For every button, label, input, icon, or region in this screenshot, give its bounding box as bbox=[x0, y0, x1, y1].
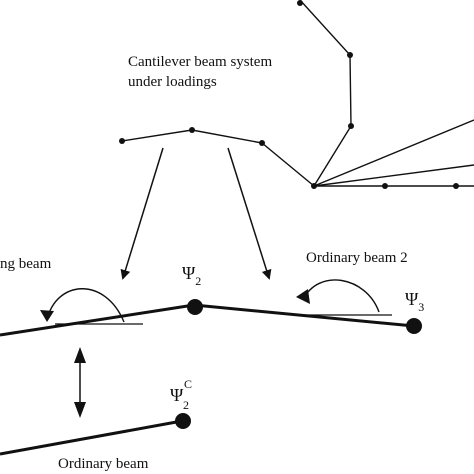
psi-2c-subscript: 2 bbox=[183, 398, 189, 412]
cantilever-nodes bbox=[119, 0, 459, 189]
double-arrow-bottom-head bbox=[74, 402, 86, 418]
left-rotation-arrowhead bbox=[40, 310, 54, 322]
system-title-line1: Cantilever beam system bbox=[128, 54, 272, 70]
node bbox=[189, 127, 195, 133]
cantilever-branch-2 bbox=[313, 164, 474, 187]
arrow-to-left-beam bbox=[120, 147, 164, 280]
node bbox=[453, 183, 459, 189]
psi-2c-label: Ψ bbox=[170, 385, 184, 405]
node bbox=[382, 183, 388, 189]
node bbox=[119, 138, 125, 144]
psi-3-label: Ψ3 bbox=[405, 289, 424, 314]
arrow-to-right-beam bbox=[227, 147, 272, 280]
psi-2c-superscript: C bbox=[184, 377, 192, 391]
node bbox=[259, 140, 265, 146]
node bbox=[347, 52, 353, 58]
joint-psi-2 bbox=[187, 299, 203, 315]
node bbox=[348, 123, 354, 129]
left-beam-label: ng beam bbox=[0, 256, 52, 272]
right-rotation-arc bbox=[302, 279, 380, 313]
joint-psi-3 bbox=[406, 318, 422, 334]
cantilever-chain-upper bbox=[299, 0, 352, 187]
ordinary-beam-label: Ordinary beam bbox=[58, 456, 149, 472]
double-arrow-top-head bbox=[74, 347, 86, 363]
node bbox=[311, 183, 317, 189]
left-beam bbox=[0, 303, 195, 337]
cantilever-branch-1 bbox=[313, 119, 474, 187]
cantilever-chain-left bbox=[121, 129, 315, 187]
ordinary-beam-2-label: Ordinary beam 2 bbox=[306, 250, 408, 266]
ordinary-beam bbox=[0, 419, 183, 456]
joint-psi-2c bbox=[175, 413, 191, 429]
system-title-line2: under loadings bbox=[128, 74, 217, 90]
left-rotation-arc bbox=[46, 288, 125, 323]
psi-2-label: Ψ2 bbox=[182, 263, 201, 288]
node bbox=[297, 0, 303, 6]
cantilever-system bbox=[121, 0, 474, 187]
right-rotation-arrowhead bbox=[296, 289, 310, 304]
